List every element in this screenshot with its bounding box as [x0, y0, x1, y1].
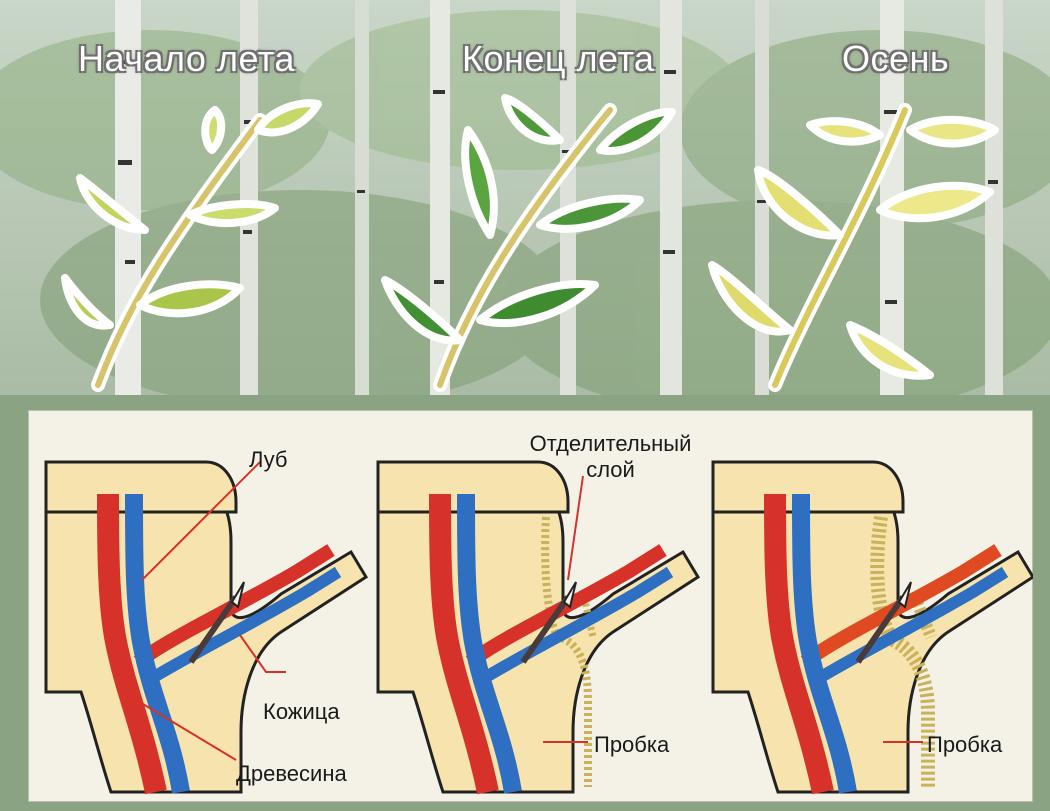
label-separating-layer-line1: Отделительный: [498, 432, 723, 456]
twig-late-summer: [385, 98, 672, 385]
twig-autumn: [712, 110, 995, 385]
twigs: [0, 0, 1050, 410]
label-bast: Луб: [249, 448, 288, 472]
label-skin: Кожица: [263, 700, 340, 724]
label-cork-middle: Пробка: [594, 733, 669, 757]
label-cork-right: Пробка: [927, 733, 1002, 757]
label-wood: Древесина: [236, 762, 347, 786]
twig-early-summer: [65, 103, 318, 385]
label-separating-layer-line2: слой: [498, 458, 723, 482]
